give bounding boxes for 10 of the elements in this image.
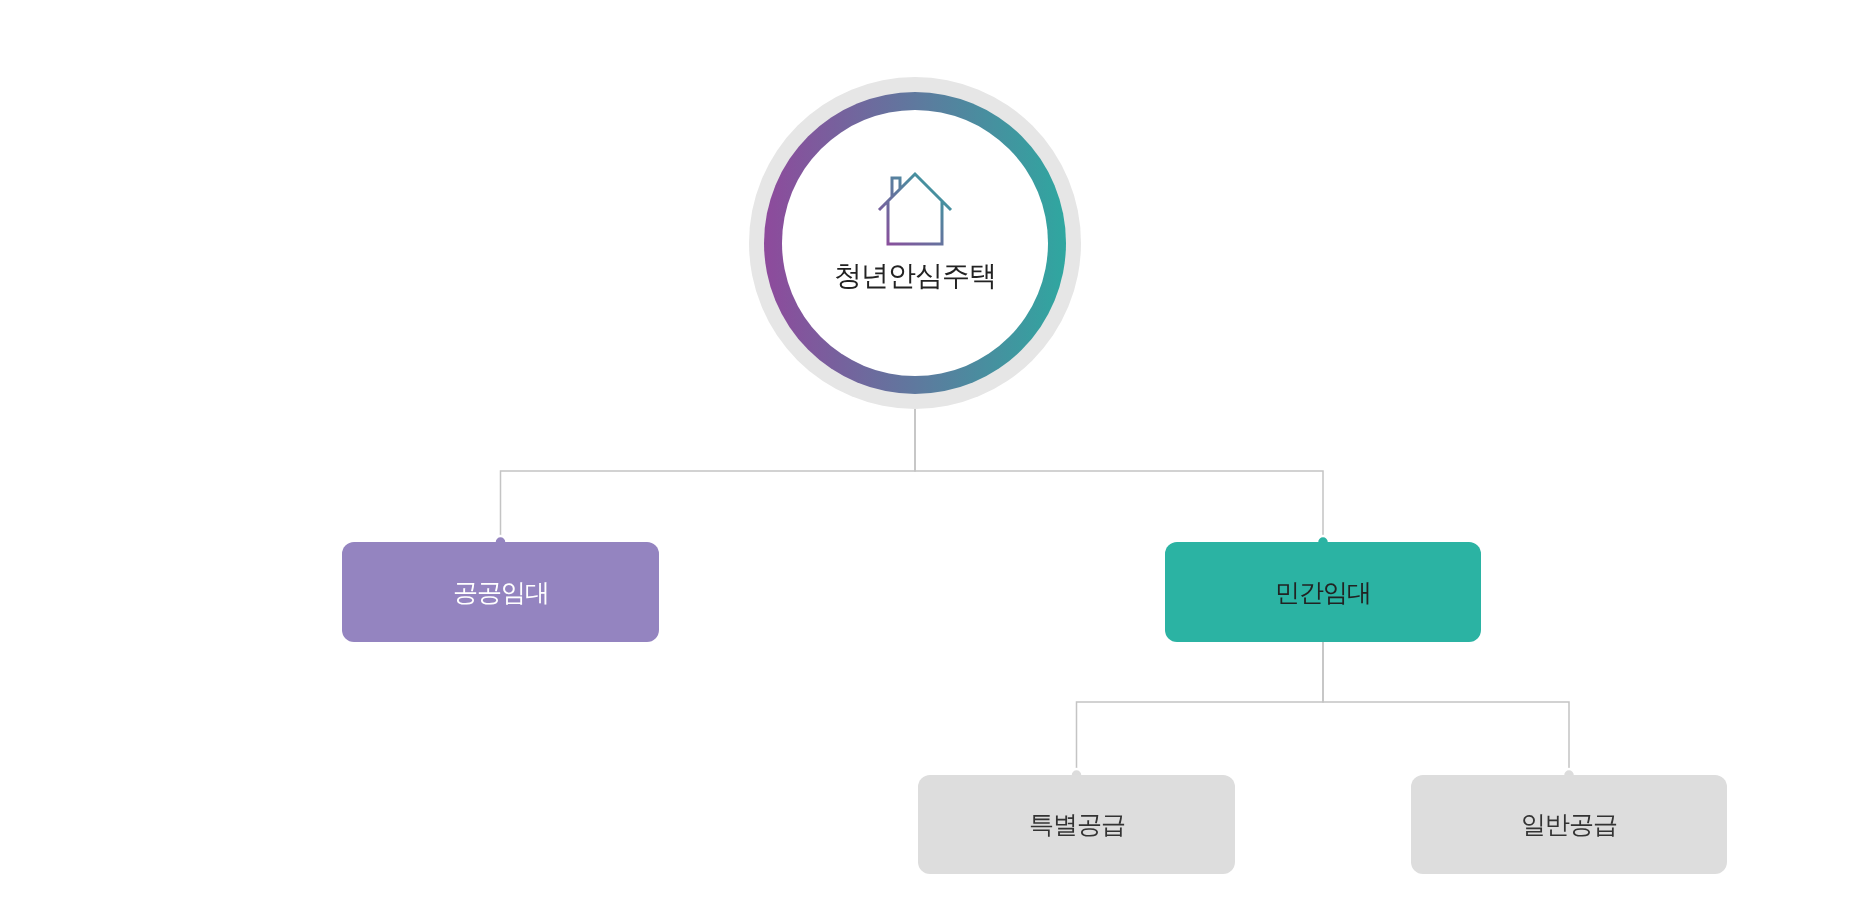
circle-node [749, 77, 1081, 409]
box-label: 민간임대 [1275, 576, 1371, 609]
box-label: 특별공급 [1028, 809, 1125, 841]
category-box [918, 775, 1235, 874]
category-box [342, 542, 659, 642]
category-box [1411, 775, 1727, 874]
box-label: 일반공급 [1521, 809, 1617, 841]
box-label: 공공임대 [452, 576, 549, 609]
category-box [1165, 542, 1481, 642]
node-label: 청년안심주택 [833, 258, 997, 294]
